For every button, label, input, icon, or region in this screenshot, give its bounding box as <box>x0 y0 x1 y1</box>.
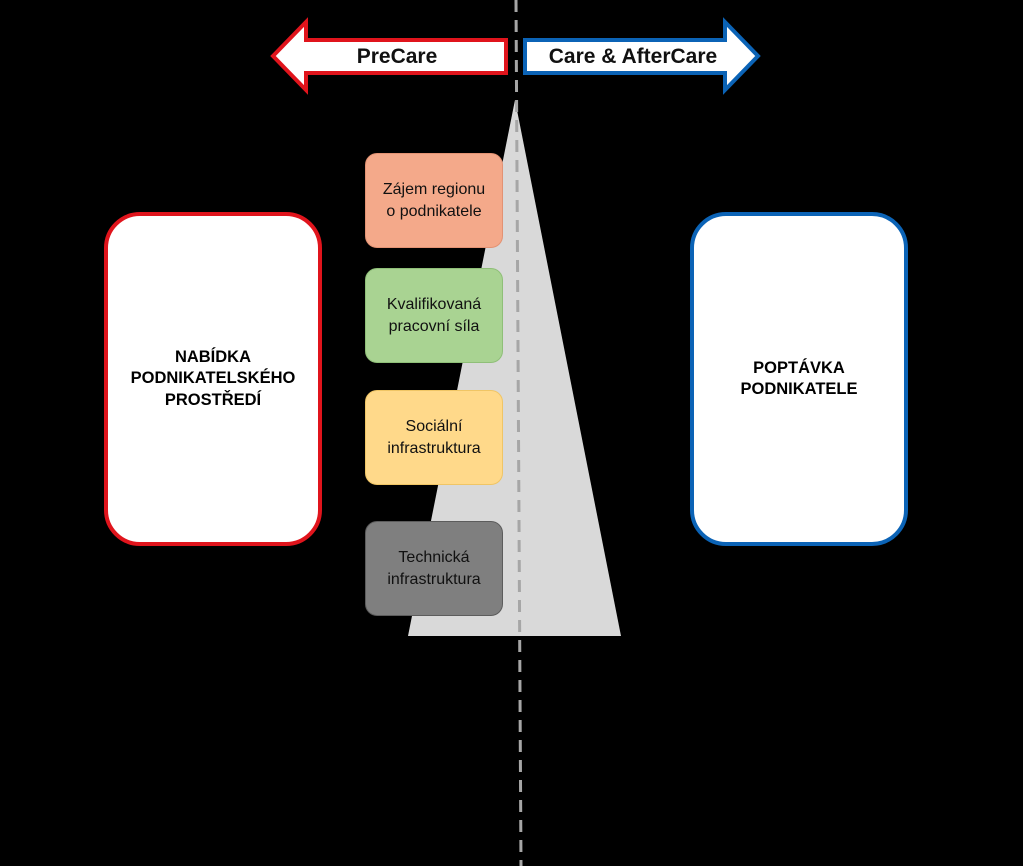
factor-qualified-workforce: Kvalifikovaná pracovní síla <box>365 268 503 363</box>
aftercare-arrow <box>523 17 761 95</box>
factor-social-infrastructure: Sociální infrastruktura <box>365 390 503 485</box>
factor-region-interest: Zájem regionu o podnikatele <box>365 153 503 248</box>
factor-technical-infrastructure: Technická infrastruktura <box>365 521 503 616</box>
precare-arrow <box>270 17 508 95</box>
factor-label: Zájem regionu o podnikatele <box>382 180 486 220</box>
growth-wedge <box>408 100 621 636</box>
precare-label: PreCare <box>356 45 438 68</box>
entrepreneur-demand-box: POPTÁVKA PODNIKATELE <box>690 212 908 546</box>
factor-label: Kvalifikovaná pracovní síla <box>386 295 482 335</box>
demand-box-label: POPTÁVKA PODNIKATELE <box>740 358 858 398</box>
business-environment-offer-box: NABÍDKA PODNIKATELSKÉHO PROSTŘEDÍ <box>104 212 322 546</box>
divider-line <box>514 0 523 866</box>
offer-box-label: NABÍDKA PODNIKATELSKÉHO PROSTŘEDÍ <box>130 347 296 409</box>
factor-label: Sociální infrastruktura <box>387 417 481 457</box>
aftercare-label: Care & AfterCare <box>548 45 718 68</box>
factor-label: Technická infrastruktura <box>387 548 481 588</box>
